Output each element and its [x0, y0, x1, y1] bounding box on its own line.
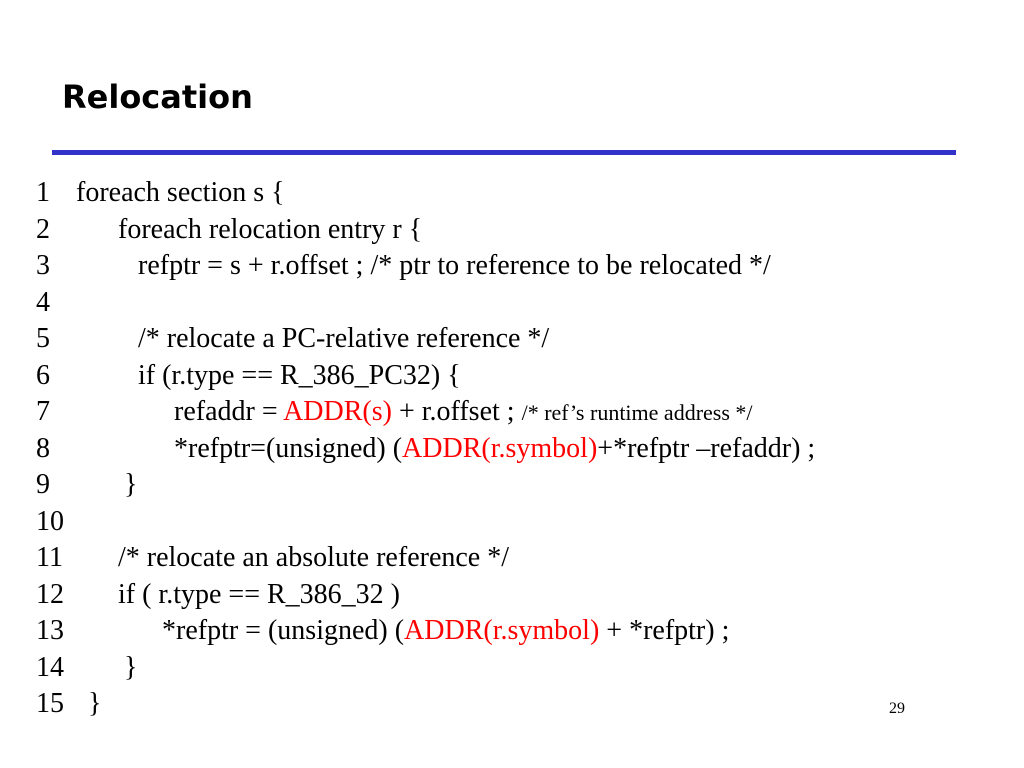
code-segment: if (r.type == R_386_PC32) {: [138, 359, 461, 391]
line-number: 7: [36, 396, 50, 427]
code-segment: foreach section s {: [76, 177, 285, 208]
code-segment: }: [124, 469, 138, 500]
line-number: 3: [36, 250, 50, 281]
code-text: foreach section s {: [76, 175, 285, 212]
title-underline: [52, 150, 956, 155]
code-text: /* relocate an absolute reference */: [118, 540, 509, 577]
highlighted-code-segment: ADDR(s): [283, 396, 392, 427]
code-segment: *refptr = (unsigned) (: [162, 615, 405, 646]
line-number: 13: [36, 615, 64, 646]
line-number: 11: [36, 542, 63, 573]
line-number: 4: [36, 286, 50, 318]
line-number: 6: [36, 359, 50, 391]
code-text: }: [88, 686, 101, 723]
code-text: }: [124, 467, 137, 504]
code-segment: + *refptr) ;: [599, 615, 730, 646]
code-segment: foreach relocation entry r {: [118, 213, 423, 245]
line-number: 15: [36, 688, 64, 719]
code-segment: /* relocate a PC-relative reference */: [138, 323, 550, 354]
code-segment: refptr = s + r.offset ; /* ptr to refere…: [138, 250, 771, 281]
code-segment: /* relocate an absolute reference */: [118, 542, 510, 573]
code-segment: +*refptr –refaddr) ;: [597, 432, 816, 464]
code-segment: refaddr =: [174, 396, 284, 427]
line-number: 2: [36, 213, 50, 245]
code-text: /* relocate a PC-relative reference */: [138, 321, 549, 358]
code-segment: if ( r.type == R_386_32 ): [118, 578, 400, 610]
highlighted-code-segment: ADDR(r.symbol): [404, 615, 600, 646]
code-text: refaddr = ADDR(s) + r.offset ; /* ref’s …: [174, 394, 753, 432]
code-segment: }: [88, 688, 102, 719]
code-text: refptr = s + r.offset ; /* ptr to refere…: [138, 248, 771, 285]
highlighted-code-segment: ADDR(r.symbol): [402, 432, 598, 464]
code-segment: + r.offset ;: [391, 396, 522, 427]
line-number: 5: [36, 323, 50, 354]
line-number: 10: [36, 505, 64, 537]
code-text: *refptr=(unsigned) (ADDR(r.symbol)+*refp…: [174, 431, 815, 468]
code-text: if (r.type == R_386_PC32) {: [138, 358, 461, 395]
line-number: 12: [36, 578, 64, 610]
code-segment: }: [124, 651, 138, 683]
slide-title: Relocation: [62, 78, 253, 116]
code-text: *refptr = (unsigned) (ADDR(r.symbol) + *…: [162, 613, 729, 650]
line-number: 9: [36, 469, 50, 500]
code-text: foreach relocation entry r {: [118, 212, 422, 249]
code-segment: *refptr=(unsigned) (: [174, 432, 403, 464]
code-segment: /* ref’s runtime address */: [521, 400, 753, 425]
code-text: if ( r.type == R_386_32 ): [118, 577, 400, 614]
line-number: 14: [36, 651, 64, 683]
line-number: 8: [36, 432, 50, 464]
page-number: 29: [889, 700, 905, 717]
line-number: 1: [36, 177, 50, 208]
code-text: }: [124, 650, 137, 687]
